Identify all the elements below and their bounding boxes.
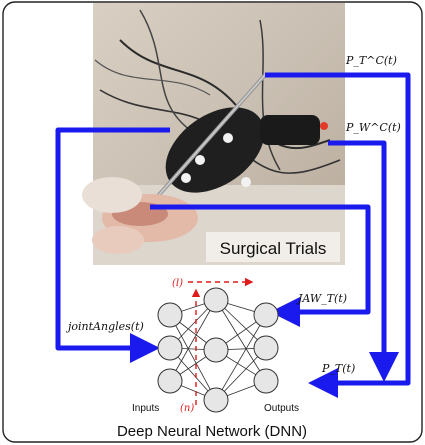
wrist-position-label: P_W^C(t): [345, 121, 401, 134]
surgical-photo: [82, 3, 345, 265]
output-node: [253, 302, 279, 328]
diagram-caption: Deep Neural Network (DNN): [117, 423, 307, 440]
input-node: [157, 335, 183, 361]
photo-label-box: [206, 232, 340, 262]
tool-position-arrow: [265, 72, 411, 398]
output-node: [253, 335, 279, 361]
joint-angles-arrow: [55, 127, 170, 363]
hidden-node: [203, 387, 229, 413]
hidden-node: [203, 337, 229, 363]
network-nodes: [157, 287, 279, 413]
outputs-label: Outputs: [264, 403, 299, 414]
tool-output-label: P_T(t): [321, 362, 355, 375]
tool-position-label: P_T^C(t): [345, 54, 397, 67]
wrist-position-arrow: [328, 140, 399, 382]
input-node: [157, 302, 183, 328]
layers-symbol: (l): [172, 278, 183, 289]
joint-angles-label: jointAngles(t): [65, 320, 144, 333]
hidden-node: [203, 287, 229, 313]
inputs-label: Inputs: [132, 403, 159, 414]
photo-label: Surgical Trials: [220, 239, 327, 258]
jaw-label: JAW_T(t): [296, 292, 347, 305]
neurons-symbol: (n): [180, 403, 194, 414]
output-node: [253, 368, 279, 394]
input-node: [157, 368, 183, 394]
jaw-arrow: [150, 204, 371, 327]
